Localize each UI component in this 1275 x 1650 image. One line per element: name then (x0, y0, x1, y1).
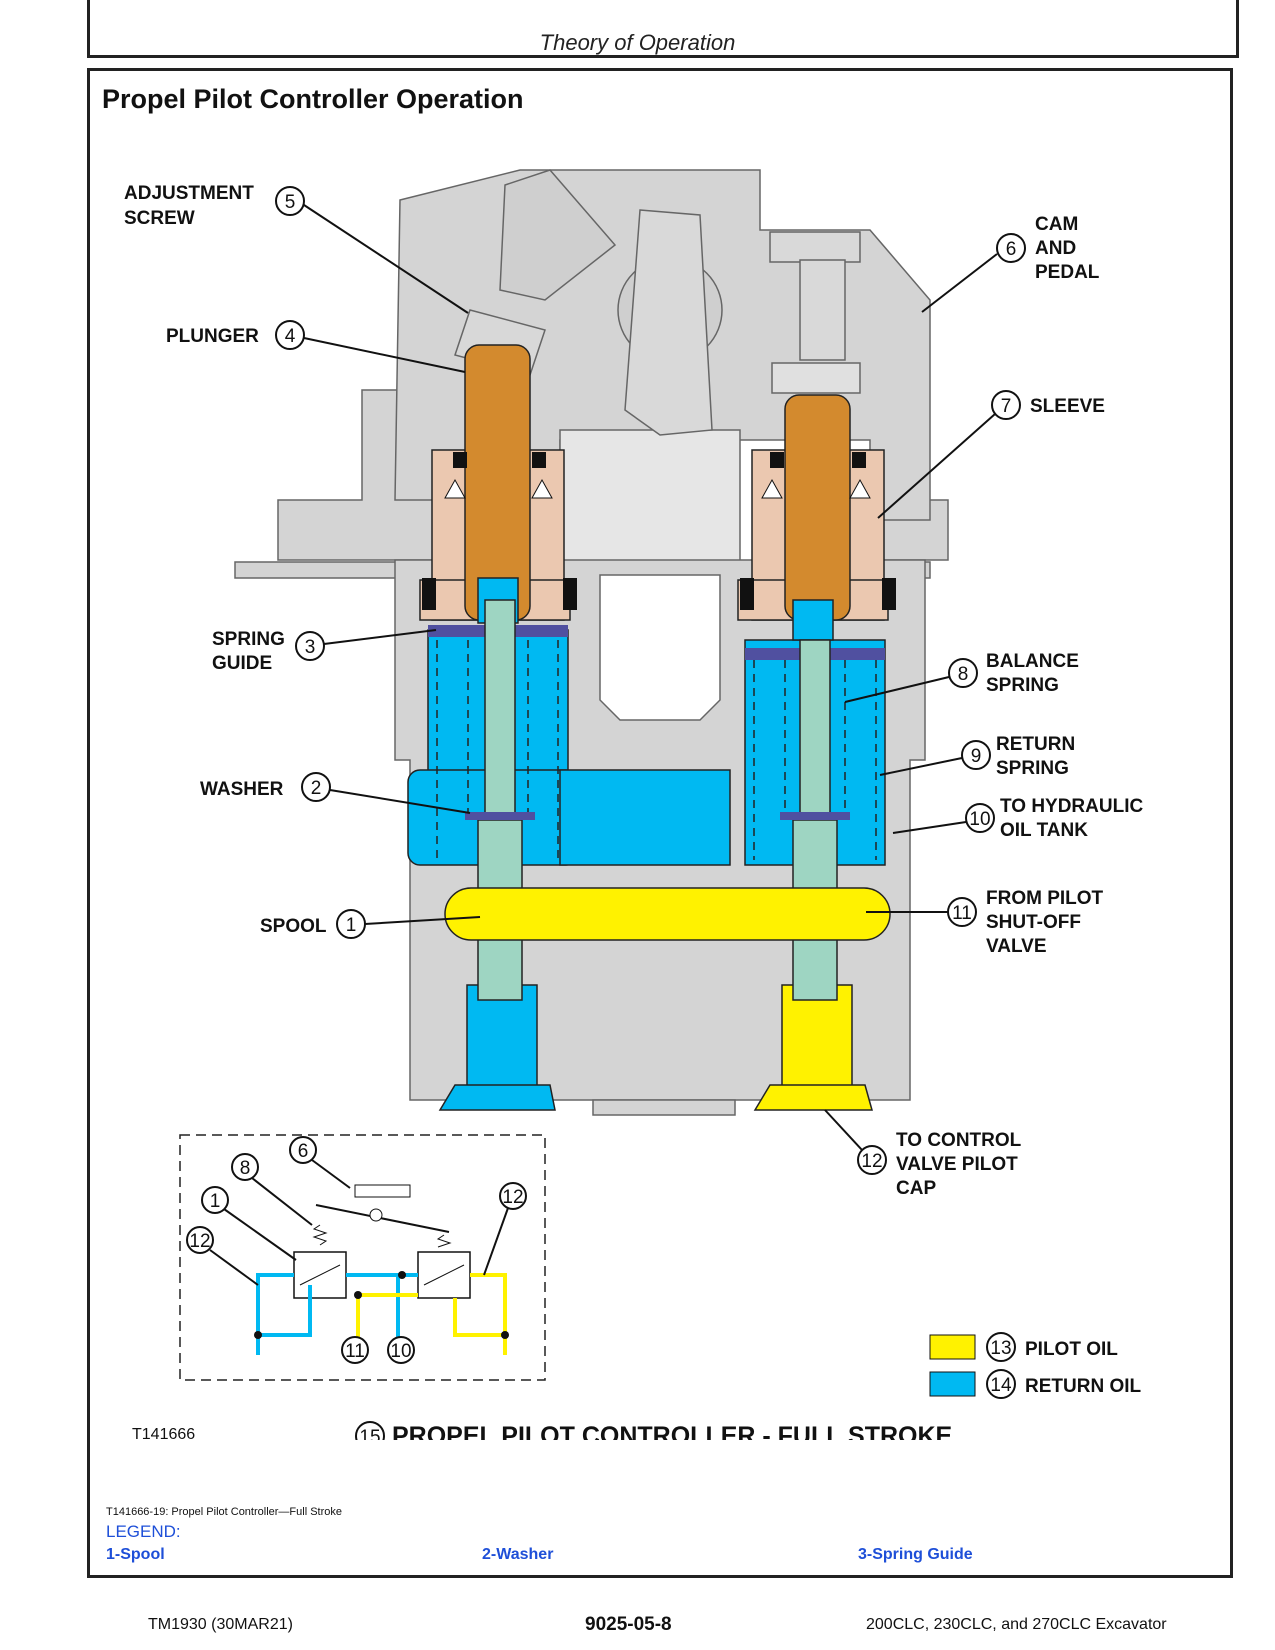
return-oil-swatch (929, 1371, 976, 1397)
svg-text:10: 10 (969, 809, 990, 830)
pilot-supply-gallery (444, 887, 891, 941)
callout-cam-and-pedal: CAM AND PEDAL 6 (921, 214, 1100, 313)
svg-text:PEDAL: PEDAL (1035, 262, 1100, 283)
figure-id: T141666 (132, 1426, 196, 1443)
callout-spool: SPOOL 1 (260, 909, 481, 939)
svg-text:12: 12 (189, 1231, 210, 1252)
callout-to-control-valve-pilot-cap: TO CONTROL VALVE PILOT CAP 12 (824, 1109, 1022, 1199)
schematic-inset: 6 8 1 12 12 11 10 (179, 1134, 546, 1381)
svg-text:GUIDE: GUIDE (212, 653, 272, 674)
svg-text:8: 8 (958, 664, 969, 685)
figure-frame (87, 68, 1233, 1578)
callout-adjustment-screw: ADJUSTMENT SCREW 5 (124, 183, 469, 314)
svg-text:SCREW: SCREW (124, 208, 195, 229)
svg-text:PILOT OIL: PILOT OIL (1025, 1339, 1118, 1360)
footer-page-number: 9025-05-8 (585, 1614, 672, 1635)
svg-text:7: 7 (1001, 396, 1012, 417)
svg-text:CAP: CAP (896, 1178, 936, 1199)
svg-text:12: 12 (502, 1187, 523, 1208)
oil-color-legend: 13 PILOT OIL 14 RETURN OIL (929, 1332, 1142, 1399)
svg-text:14: 14 (990, 1375, 1012, 1396)
svg-text:8: 8 (240, 1158, 251, 1179)
svg-text:11: 11 (952, 903, 972, 924)
svg-text:SPRING: SPRING (212, 629, 285, 650)
svg-text:4: 4 (285, 326, 296, 347)
callout-sleeve: SLEEVE 7 (877, 390, 1105, 519)
callout-from-pilot-shutoff-valve: FROM PILOT SHUT-OFF VALVE 11 (866, 888, 1104, 957)
callout-return-spring: RETURN SPRING 9 (879, 734, 1075, 779)
section-title: Propel Pilot Controller Operation (102, 84, 524, 114)
pilot-oil-swatch (929, 1334, 976, 1360)
callout-balance-spring: BALANCE SPRING 8 (844, 651, 1079, 703)
legend-item-spring-guide: 3-Spring Guide (858, 1546, 973, 1563)
svg-text:WASHER: WASHER (200, 779, 284, 800)
callout-plunger: PLUNGER 4 (166, 320, 466, 373)
svg-text:1: 1 (210, 1191, 221, 1212)
svg-text:VALVE: VALVE (986, 936, 1047, 957)
svg-text:ADJUSTMENT: ADJUSTMENT (124, 183, 254, 204)
svg-text:VALVE PILOT: VALVE PILOT (896, 1154, 1018, 1175)
legend-title: LEGEND: (106, 1522, 181, 1541)
svg-text:5: 5 (285, 192, 296, 213)
legend-item-spool: 1-Spool (106, 1546, 165, 1563)
svg-text:SPRING: SPRING (986, 675, 1059, 696)
svg-text:FROM PILOT: FROM PILOT (986, 888, 1104, 909)
callout-washer: WASHER 2 (200, 772, 471, 814)
footer-model: 200CLC, 230CLC, and 270CLC Excavator (866, 1616, 1167, 1633)
header-left-border (87, 0, 90, 57)
svg-text:OIL TANK: OIL TANK (1000, 820, 1088, 841)
svg-text:12: 12 (861, 1151, 882, 1172)
svg-text:TO HYDRAULIC: TO HYDRAULIC (1000, 796, 1143, 817)
svg-text:11: 11 (345, 1341, 365, 1362)
svg-text:RETURN: RETURN (996, 734, 1075, 755)
callout-to-hydraulic-oil-tank: TO HYDRAULIC OIL TANK 10 (892, 796, 1143, 841)
svg-text:1: 1 (346, 915, 357, 936)
svg-text:SLEEVE: SLEEVE (1030, 396, 1105, 417)
svg-text:AND: AND (1035, 238, 1076, 259)
svg-text:2: 2 (311, 778, 322, 799)
header-right-border (1236, 0, 1239, 57)
svg-text:6: 6 (298, 1141, 309, 1162)
svg-text:SPRING: SPRING (996, 758, 1069, 779)
svg-text:PROPEL PILOT CONTROLLER - FULL: PROPEL PILOT CONTROLLER - FULL STROKE (392, 1422, 952, 1440)
header-rule (87, 55, 1239, 58)
figure-title: 15 PROPEL PILOT CONTROLLER - FULL STROKE (355, 1421, 952, 1440)
svg-text:9: 9 (971, 746, 982, 767)
svg-text:SHUT-OFF: SHUT-OFF (986, 912, 1081, 933)
svg-text:RETURN OIL: RETURN OIL (1025, 1376, 1142, 1397)
page-header-title: Theory of Operation (539, 30, 736, 55)
svg-text:PLUNGER: PLUNGER (166, 326, 259, 347)
svg-text:SPOOL: SPOOL (260, 916, 327, 937)
svg-text:10: 10 (390, 1341, 411, 1362)
svg-text:CAM: CAM (1035, 214, 1078, 235)
legend-item-washer: 2-Washer (482, 1546, 554, 1563)
svg-text:BALANCE: BALANCE (986, 651, 1079, 672)
svg-text:13: 13 (990, 1338, 1011, 1359)
footer-doc-id: TM1930 (30MAR21) (148, 1616, 293, 1633)
svg-text:TO CONTROL: TO CONTROL (896, 1130, 1022, 1151)
svg-text:3: 3 (305, 637, 316, 658)
propel-pilot-controller-diagram: .lbl { font-size:19px; font-weight:bold;… (124, 169, 1143, 1440)
svg-text:15: 15 (359, 1427, 380, 1440)
callout-spring-guide: SPRING GUIDE 3 (212, 629, 437, 674)
figure-caption: T141666-19: Propel Pilot Controller—Full… (106, 1506, 343, 1518)
svg-text:6: 6 (1006, 239, 1017, 260)
